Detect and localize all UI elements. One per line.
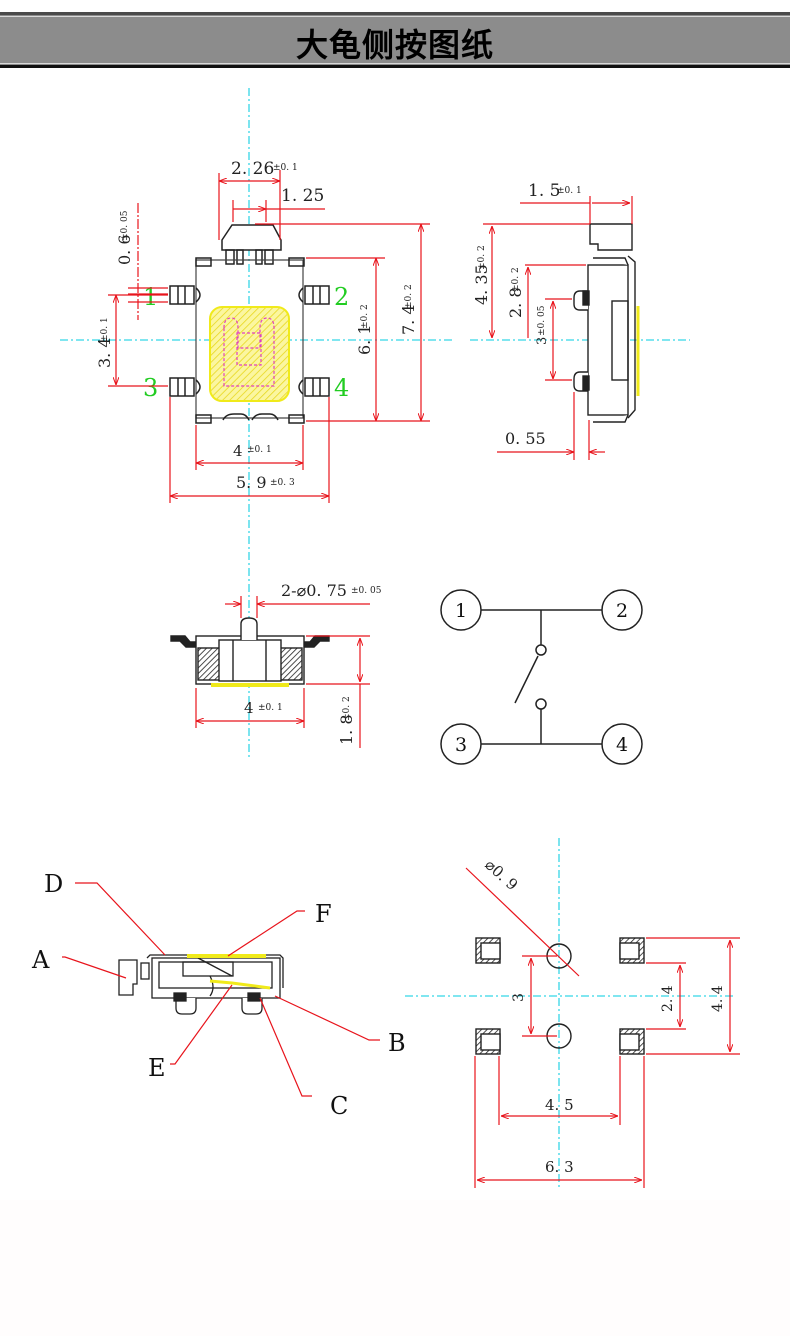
dim-post-height: 0. 55	[505, 429, 546, 448]
dim-post-pitch-tol: ±0. 05	[537, 305, 547, 336]
part-body	[151, 957, 281, 999]
dim-front-height-tol: ±0. 2	[342, 696, 352, 721]
dim-actuator-offset: 4. 35	[472, 264, 491, 305]
page-title: 大龟侧按图纸	[295, 26, 494, 64]
top-view: 1 2 3 4	[60, 88, 690, 760]
inner-contact-dashed	[223, 317, 275, 387]
top-view-dimension-lines	[108, 170, 430, 503]
part-label-a: A	[31, 946, 50, 974]
blank-footer	[0, 1200, 790, 1336]
dim-body-width-tol: ±0. 1	[247, 445, 272, 455]
part-actuator	[118, 959, 138, 996]
schematic-label-3: 3	[455, 734, 467, 756]
part-label-c: C	[330, 1092, 348, 1120]
side-body	[587, 264, 629, 416]
part-leader-lines	[62, 882, 380, 1097]
side-view: 1. 5 ±0. 1 0. 55 4. 35 ±0. 2 2. 8 ±0. 2 …	[472, 181, 640, 460]
dim-pad-outer-h: 6. 3	[545, 1158, 574, 1176]
pin-label-2: 2	[334, 283, 349, 311]
dim-pin-width: 0. 6	[115, 234, 134, 265]
dim-front-width: 4	[244, 699, 254, 717]
front-highlight	[211, 683, 289, 687]
dim-post-diameter: 2-⌀0. 75	[281, 581, 347, 600]
part-label-b: B	[388, 1029, 406, 1057]
schematic-label-1: 1	[455, 600, 467, 622]
dim-hole-pitch: 3	[511, 993, 527, 1002]
dim-total-width-tol: ±0. 3	[270, 478, 295, 488]
actuator-highlight	[209, 306, 290, 402]
dim-actuator-depth-tol: ±0. 1	[557, 186, 582, 196]
dim-pad-inner-h: 4. 5	[545, 1096, 574, 1114]
side-view-dimension-lines	[483, 196, 633, 460]
front-view: 2-⌀0. 75 ±0. 05 4 ±0. 1 1. 8 ±0. 2	[170, 581, 382, 748]
dim-total-height: 7. 4	[399, 304, 418, 335]
dim-total-height-tol: ±0. 2	[404, 284, 414, 309]
dim-actuator-offset-tol: ±0. 2	[477, 245, 487, 270]
part-label-f: F	[315, 900, 332, 928]
dim-front-width-tol: ±0. 1	[258, 703, 283, 713]
dim-post-pitch: 3	[535, 337, 550, 345]
dim-body-width: 4	[233, 442, 243, 460]
title-bar: 大龟侧按图纸	[0, 12, 790, 68]
dim-actuator-depth: 1. 5	[528, 181, 560, 201]
dim-pad-inner-v: 2. 4	[660, 985, 676, 1012]
front-view-dimension-lines	[195, 596, 370, 748]
part-e-highlight	[209, 979, 271, 990]
side-actuator	[589, 223, 633, 251]
dim-actuator-width-tol: ±0. 1	[273, 163, 298, 173]
dim-post-offset-tol: ±0. 2	[511, 267, 521, 292]
dim-post-diameter-tol: ±0. 05	[351, 586, 382, 596]
pin-label-3: 3	[143, 374, 158, 402]
dim-pin-width-tol: ±0. 05	[120, 210, 130, 241]
switch-contact-top	[535, 644, 547, 656]
footprint-dimension-lines	[465, 867, 740, 1188]
dim-total-width: 5. 9	[236, 473, 267, 492]
dim-body-height: 6. 1	[355, 324, 374, 355]
pin-tabs	[169, 285, 330, 397]
schematic-label-2: 2	[616, 600, 628, 622]
pin-label-4: 4	[334, 374, 349, 402]
dim-pin-pitch-tol: ±0. 1	[100, 317, 110, 342]
dim-actuator-width: 2. 26	[231, 159, 274, 179]
switch-schematic	[440, 589, 643, 765]
dim-actuator-inner: 1. 25	[281, 186, 324, 206]
switch-body-outline	[195, 224, 305, 424]
pcb-footprint: ⌀0. 9 3 2. 4 4. 4 4. 5 6. 3	[405, 838, 740, 1190]
dim-post-offset: 2. 8	[506, 287, 525, 318]
pin-label-1: 1	[143, 283, 158, 311]
parts-view: D A F B E C	[31, 870, 406, 1120]
dim-pin-pitch: 3. 4	[95, 337, 114, 368]
switch-lever	[514, 655, 539, 704]
switch-contact-bottom	[535, 698, 547, 710]
dim-body-height-tol: ±0. 2	[360, 304, 370, 329]
schematic-label-4: 4	[616, 734, 628, 756]
part-label-d: D	[44, 870, 63, 898]
dim-front-height: 1. 8	[337, 714, 356, 745]
part-label-e: E	[148, 1054, 166, 1082]
dim-pad-outer-v: 4. 4	[710, 985, 726, 1012]
